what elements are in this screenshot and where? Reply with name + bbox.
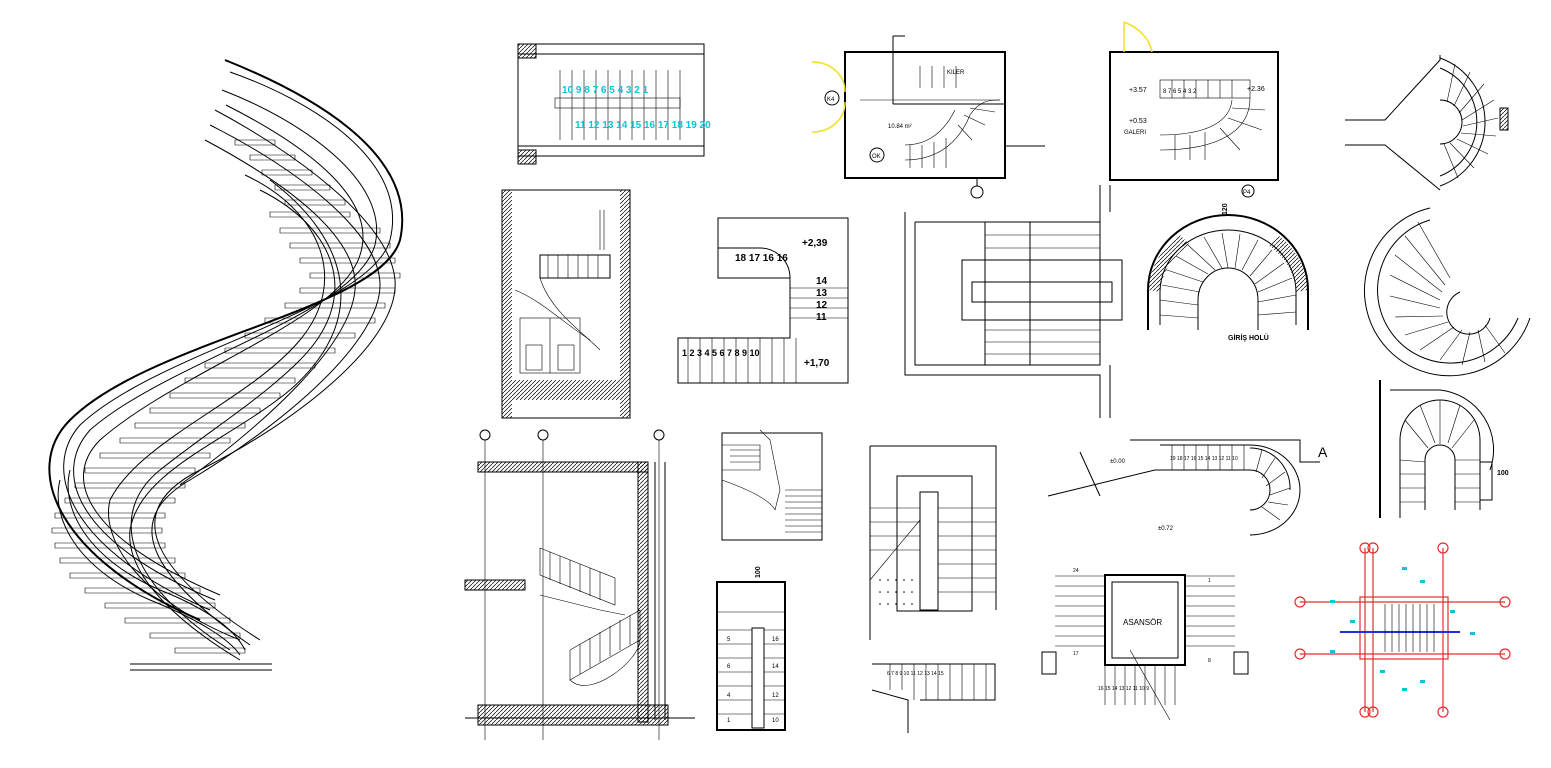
plan-n-r0: 16 [772,637,779,643]
plan-b-bottom-numbers: 1 2 3 4 5 6 7 8 9 10 [682,348,760,358]
plan-e-room-label: KILER [947,70,965,76]
plan-m-left-top: 24 [1073,568,1079,574]
colored-grid-plan [1294,542,1511,718]
plan-f-room: GALERI [1124,130,1146,136]
plan-f-elev-a: +3.57 [1129,87,1147,94]
plan-m-bottom-steps: 16 15 14 13 12 11 10 9 [1098,686,1149,692]
plan-dotted-stair [869,445,997,640]
plan-g-caption: GİRİŞ HOLÜ [1228,333,1269,342]
plan-o-steps: 6 7 8 9 10 11 12 13 14 15 [887,671,944,677]
plan-a-bottom-numbers: 11 12 13 14 15 16 17 18 19 20 [575,120,711,131]
plan-b-elev-minus: +1,70 [804,358,830,369]
plan-n-l3: 1 [727,718,731,724]
plan-a-straight-stair: 10 9 8 7 6 5 4 3 2 1 11 12 13 14 15 16 1… [517,43,711,165]
plan-b-elev-plus: +2,39 [802,238,828,249]
plan-n-r1: 14 [772,664,779,670]
plan-n-r3: 10 [772,718,779,724]
plan-e-area: 10.84 m² [888,124,912,130]
plan-m-left-bottom: 17 [1073,651,1079,657]
plan-f-gallery-stair: 8 7 6 5 4 3 2 +3.57 +0.53 GALERI +2.36 P… [1109,21,1279,198]
plan-n-l2: 4 [727,693,731,699]
plan-e-stair-room: K4 OK KILER 10.84 m² [811,35,1045,199]
plan-g-u-curved-stair: 120 GİRİŞ HOLÜ [1147,203,1309,342]
plan-m-elevator-core: ASANSÖR 24 17 1 8 16 15 14 13 12 11 10 9 [1041,568,1249,721]
plan-l-elev-b: ±0.72 [1158,526,1174,532]
plan-n-l0: 5 [727,637,731,643]
plan-n-narrow-stair: 100 5 6 4 1 16 14 12 10 [716,566,786,731]
plan-p-tag: 100 [1497,470,1509,477]
plan-h-circular-stair [1345,55,1509,191]
plan-n-l1: 6 [727,664,731,670]
plan-b-l-stair: 18 17 16 16 14 13 12 11 1 2 3 4 5 6 7 8 … [677,217,849,384]
plan-o-small-l-stair: 6 7 8 9 10 11 12 13 14 15 [871,663,996,733]
section-elevation-stair [464,429,695,740]
plan-p-semicircle-stair: 100 [1379,380,1509,518]
section-j-small-stair [721,429,823,541]
spiral-staircase-perspective [48,59,404,671]
plan-g-tag: 120 [1222,203,1229,215]
plan-d-dogleg-stair [904,185,1123,418]
plan-m-right-top: 1 [1208,578,1211,584]
plan-i-helical-stair [1364,207,1531,377]
plan-b-top-numbers: 18 17 16 16 [735,253,788,264]
plan-b-r12: 12 [816,300,828,311]
plan-m-right-bottom: 8 [1208,658,1211,664]
plan-e-door-tag: K4 [827,97,835,103]
plan-f-elev-c: +2.36 [1247,86,1265,93]
plan-f-tag: P4 [1243,190,1251,196]
section-c-stair [501,189,631,419]
plan-l-elev-a: ±0.00 [1110,459,1126,465]
plan-n-tag: 100 [755,566,762,578]
plan-l-curved-entry: A 19 18 17 16 15 14 13 12 11 10 ±0.00 ±0… [1047,439,1328,536]
plan-a-top-numbers: 10 9 8 7 6 5 4 3 2 1 [562,85,649,96]
plan-b-r11: 11 [816,312,827,323]
plan-l-section-marker: A [1318,444,1328,460]
elevator-label: ASANSÖR [1123,618,1162,627]
plan-b-r13: 13 [816,288,828,299]
plan-b-r14: 14 [816,276,828,287]
plan-n-r2: 12 [772,693,779,699]
plan-l-steps: 19 18 17 16 15 14 13 12 11 10 [1170,456,1238,462]
plan-f-steps: 8 7 6 5 4 3 2 [1163,89,1197,95]
plan-f-elev-b: +0.53 [1129,118,1147,125]
plan-e-door-tag2: OK [872,154,881,160]
